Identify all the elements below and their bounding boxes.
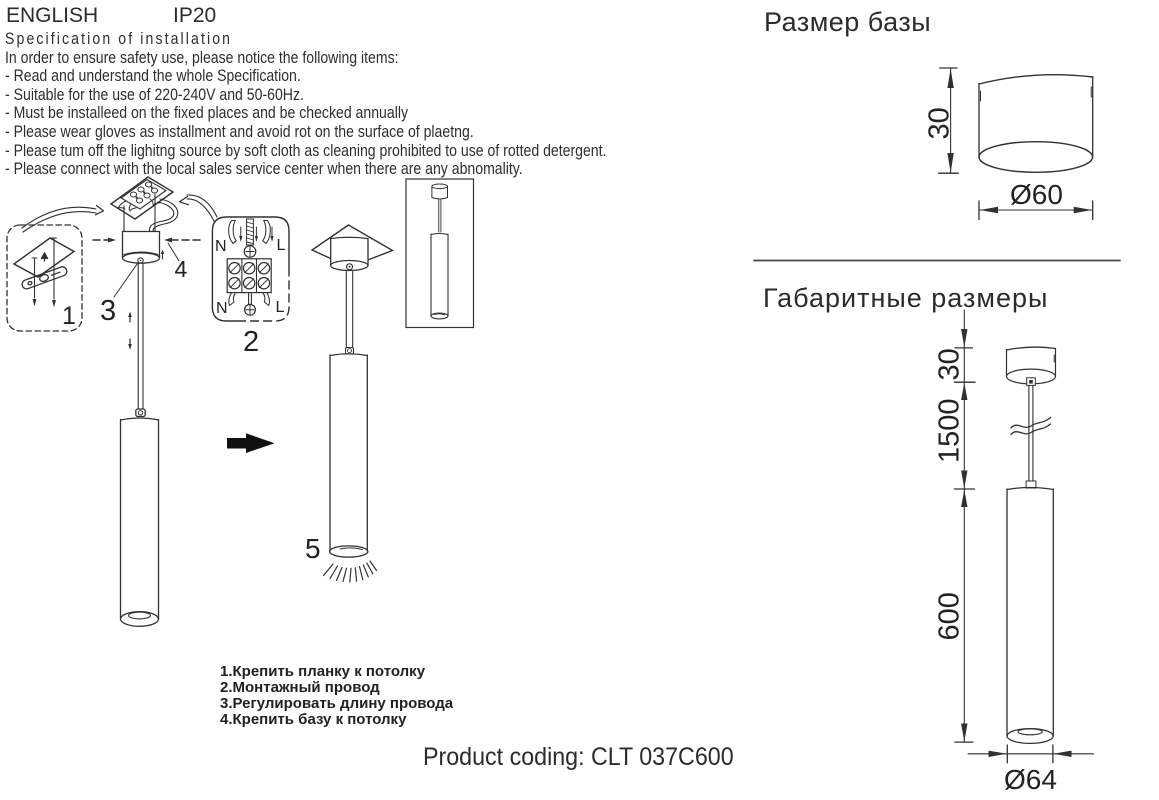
svg-text:N: N	[215, 238, 227, 255]
svg-text:30: 30	[934, 348, 966, 380]
svg-text:600: 600	[934, 592, 966, 640]
svg-text:L: L	[277, 237, 286, 254]
svg-text:5: 5	[305, 533, 321, 564]
svg-text:30: 30	[924, 107, 956, 139]
svg-text:N: N	[216, 300, 228, 317]
svg-text:3: 3	[100, 295, 116, 327]
svg-text:Ø60: Ø60	[1010, 179, 1063, 210]
svg-text:1500: 1500	[934, 398, 966, 463]
svg-text:4: 4	[175, 256, 188, 282]
svg-text:Ø64: Ø64	[1004, 764, 1057, 795]
svg-text:2: 2	[243, 326, 259, 358]
svg-text:L: L	[276, 299, 285, 316]
svg-text:1: 1	[62, 302, 76, 330]
